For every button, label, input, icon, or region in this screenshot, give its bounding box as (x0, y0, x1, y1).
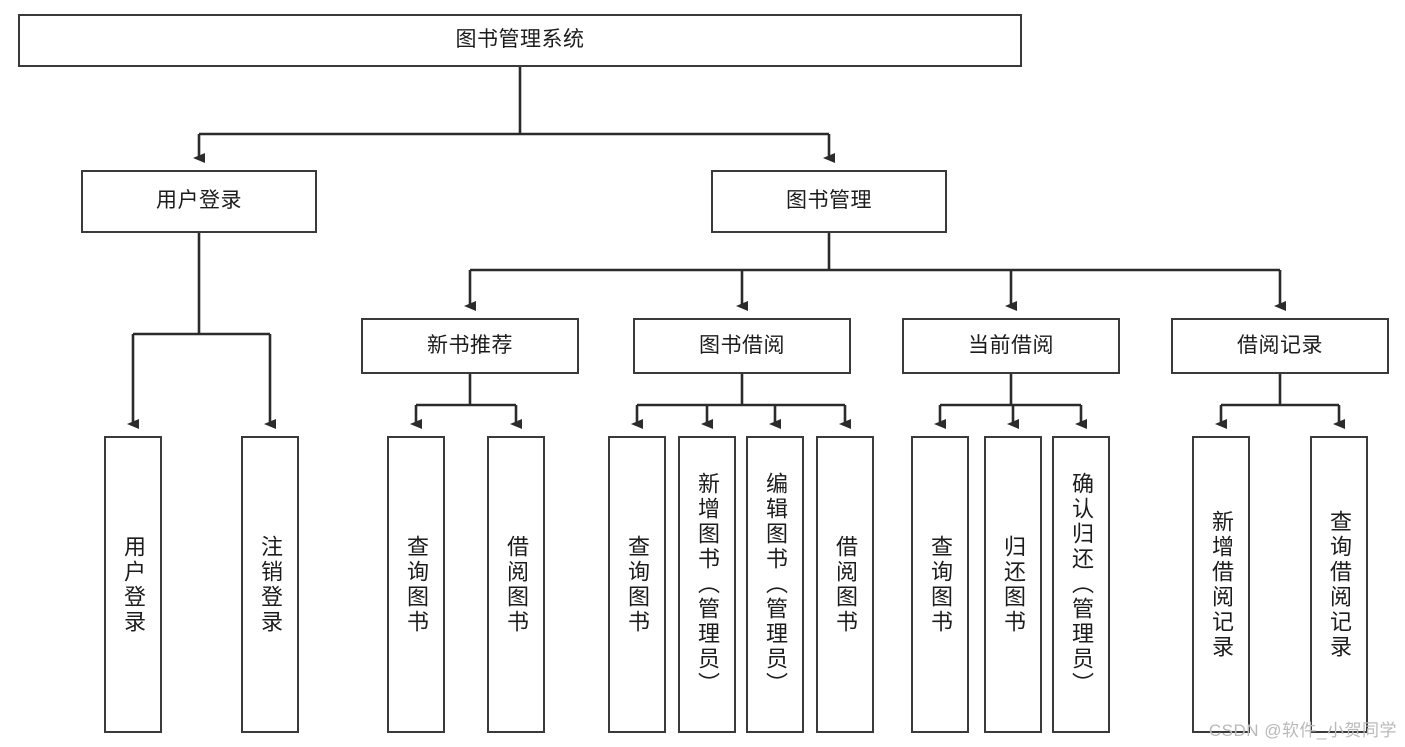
node-leaf-rec-query[interactable]: 查询图书 (387, 436, 445, 733)
node-leaf-borrow-add[interactable]: 新增图书（管理员） (678, 436, 736, 733)
node-leaf-cur-confirm-label: 确认归还（管理员） (1069, 472, 1094, 697)
node-user-login[interactable]: 用户登录 (81, 170, 317, 233)
node-leaf-rec-borrow[interactable]: 借阅图书 (487, 436, 545, 733)
node-leaf-borrow-query[interactable]: 查询图书 (608, 436, 666, 733)
node-current-borrow[interactable]: 当前借阅 (902, 318, 1120, 374)
node-book-manage[interactable]: 图书管理 (711, 170, 947, 233)
node-borrow-record[interactable]: 借阅记录 (1171, 318, 1389, 374)
node-leaf-rec-query-label: 查询图书 (404, 534, 429, 635)
node-new-book-rec-label: 新书推荐 (427, 333, 513, 357)
node-leaf-cur-query[interactable]: 查询图书 (911, 436, 969, 733)
node-leaf-borrow-edit-label: 编辑图书（管理员） (763, 472, 788, 697)
node-book-borrow-label: 图书借阅 (699, 333, 785, 357)
node-leaf-user-login[interactable]: 用户登录 (104, 436, 162, 733)
node-book-borrow[interactable]: 图书借阅 (633, 318, 851, 374)
node-leaf-borrow-lend[interactable]: 借阅图书 (816, 436, 874, 733)
node-leaf-cur-confirm[interactable]: 确认归还（管理员） (1052, 436, 1110, 733)
node-leaf-rec-query2-label: 查询借阅记录 (1327, 509, 1352, 660)
node-leaf-borrow-query-label: 查询图书 (625, 534, 650, 635)
node-user-login-label: 用户登录 (156, 189, 242, 213)
node-leaf-rec-add-label: 新增借阅记录 (1209, 509, 1234, 660)
node-root-label: 图书管理系统 (455, 28, 585, 52)
node-leaf-user-login-label: 用户登录 (121, 534, 146, 635)
node-leaf-borrow-edit[interactable]: 编辑图书（管理员） (746, 436, 804, 733)
node-leaf-borrow-lend-label: 借阅图书 (833, 534, 858, 635)
node-leaf-cur-return[interactable]: 归还图书 (984, 436, 1042, 733)
node-leaf-cur-return-label: 归还图书 (1001, 534, 1026, 635)
node-root-system[interactable]: 图书管理系统 (18, 14, 1022, 67)
node-leaf-rec-query2[interactable]: 查询借阅记录 (1310, 436, 1368, 733)
node-borrow-record-label: 借阅记录 (1237, 333, 1323, 357)
node-leaf-user-logout[interactable]: 注销登录 (241, 436, 299, 733)
node-new-book-rec[interactable]: 新书推荐 (361, 318, 579, 374)
node-leaf-cur-query-label: 查询图书 (928, 534, 953, 635)
node-leaf-user-logout-label: 注销登录 (258, 534, 283, 635)
node-leaf-rec-add[interactable]: 新增借阅记录 (1192, 436, 1250, 733)
node-current-borrow-label: 当前借阅 (968, 333, 1054, 357)
node-leaf-rec-borrow-label: 借阅图书 (504, 534, 529, 635)
node-leaf-borrow-add-label: 新增图书（管理员） (695, 472, 720, 697)
node-book-manage-label: 图书管理 (786, 189, 872, 213)
